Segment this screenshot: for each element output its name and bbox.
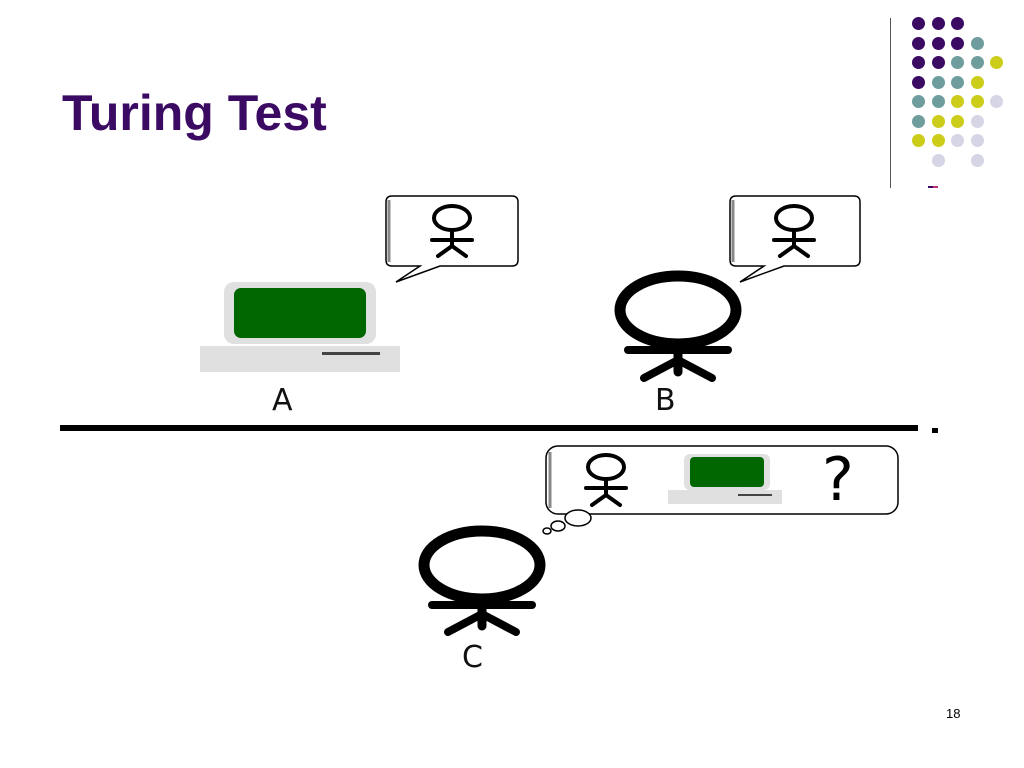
label-c: C <box>462 640 483 675</box>
stick-figure-icon <box>772 204 816 258</box>
slide-number: 18 <box>946 706 961 721</box>
computer-a-icon <box>200 282 400 372</box>
speech-bubble-a <box>385 195 519 283</box>
human-c-icon <box>418 525 546 636</box>
speech-bubble-b <box>729 195 861 283</box>
human-b-icon <box>614 270 742 382</box>
stick-figure-icon <box>430 204 474 258</box>
slide-title: Turing Test <box>62 85 327 141</box>
title-divider-line <box>890 18 891 188</box>
decorative-tick <box>928 186 938 188</box>
question-mark: ? <box>822 445 854 515</box>
label-b: B <box>655 383 676 418</box>
separator-dot <box>932 428 938 433</box>
computer-icon <box>668 454 782 504</box>
separator-line <box>60 425 918 431</box>
thought-bubble-c <box>542 445 899 535</box>
label-a: A <box>272 383 293 418</box>
stick-figure-icon <box>584 453 628 507</box>
